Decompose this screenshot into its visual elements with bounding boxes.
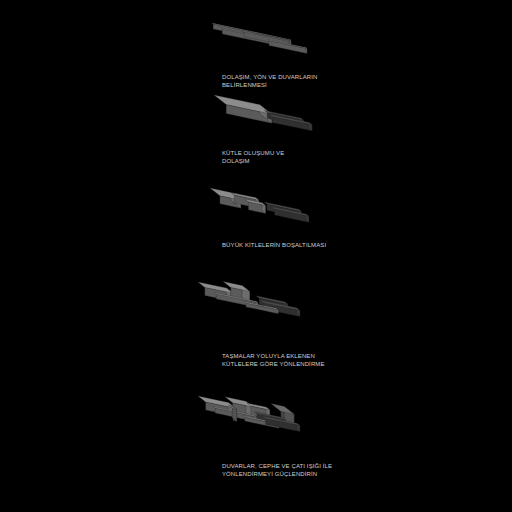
mass-face bbox=[268, 40, 307, 49]
mass-face bbox=[214, 292, 258, 302]
mass-face bbox=[244, 301, 278, 309]
mass-face bbox=[243, 31, 290, 42]
mass-face bbox=[245, 199, 266, 205]
mass-face bbox=[269, 114, 312, 125]
mass-face bbox=[263, 416, 300, 426]
mass-face bbox=[272, 207, 309, 217]
mass-face bbox=[223, 281, 250, 291]
mass-face bbox=[247, 403, 270, 410]
mass-face bbox=[228, 405, 236, 409]
massing-step bbox=[198, 281, 300, 316]
mass-face bbox=[271, 404, 294, 415]
step-caption: KÜTLE OLUŞUMU VE DOLAŞIM bbox=[222, 149, 298, 165]
mass-face bbox=[214, 95, 272, 114]
massing-step bbox=[214, 95, 312, 131]
step-caption: DUVARLAR, CEPHE VE ÇATI IŞIĞI İLE YÖNLEN… bbox=[222, 462, 364, 478]
step-caption: BÜYÜK KİTLELERİN BOŞALTILMASI bbox=[222, 241, 372, 249]
step-caption: DOLAŞIM, YÖN VE DUVARLARIN BELİRLENMESİ bbox=[222, 73, 332, 89]
massing-step bbox=[210, 188, 309, 222]
massing-step bbox=[212, 23, 307, 54]
step-caption: TAŞMALAR YOLUYLA EKLENEN KÜTLELERE GÖRE … bbox=[222, 352, 334, 368]
massing-step bbox=[198, 396, 300, 432]
